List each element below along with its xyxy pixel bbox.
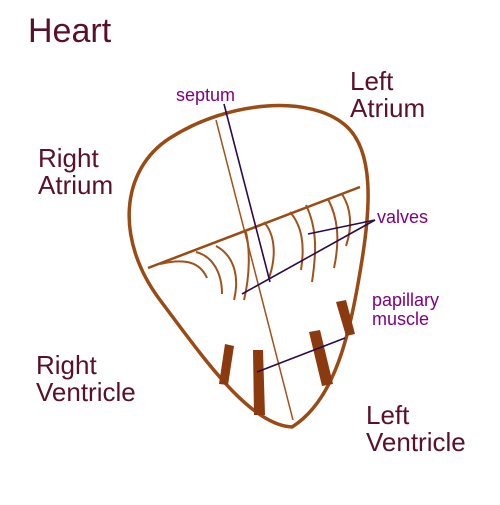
valves-label: valves xyxy=(377,207,429,227)
av-boundary-line xyxy=(147,185,361,270)
papillary-pointer xyxy=(256,337,346,373)
left-atrium-label: Left Atrium xyxy=(350,66,426,124)
right-ventricle-label-line2: Ventricle xyxy=(36,377,136,408)
right-ventricle-label-line1: Right xyxy=(36,350,97,380)
septum-pointer xyxy=(223,103,271,283)
septum-label: septum xyxy=(176,85,236,105)
diagram-title: Heart xyxy=(28,12,112,50)
left-atrium-label-line2: Atrium xyxy=(350,93,426,124)
pointer-lines xyxy=(223,103,376,373)
heart-outline xyxy=(127,103,370,429)
papillary-muscle-label-line2: muscle xyxy=(372,308,430,329)
septum-wall xyxy=(215,119,294,421)
right-valve-leaflets xyxy=(159,231,250,301)
right-ventricle-label: Right Ventricle xyxy=(36,350,136,408)
left-ventricle-label-line1: Left xyxy=(366,400,410,430)
valves-pointer-right xyxy=(307,219,376,235)
left-ventricle-label: Left Ventricle xyxy=(366,400,466,458)
valves-pointer-left xyxy=(241,219,376,295)
papillary-muscle-label: papillary muscle xyxy=(372,291,439,329)
right-atrium-label-line2: Atrium xyxy=(38,170,114,201)
right-atrium-label: Right Atrium xyxy=(38,143,114,201)
papillary-muscle-label-line1: papillary xyxy=(372,290,440,310)
left-valve-leaflets xyxy=(263,193,352,283)
left-atrium-label-line1: Left xyxy=(350,66,394,96)
left-ventricle-label-line2: Ventricle xyxy=(366,427,466,458)
papillary-muscles xyxy=(219,300,355,415)
right-atrium-label-line1: Right xyxy=(38,143,99,173)
